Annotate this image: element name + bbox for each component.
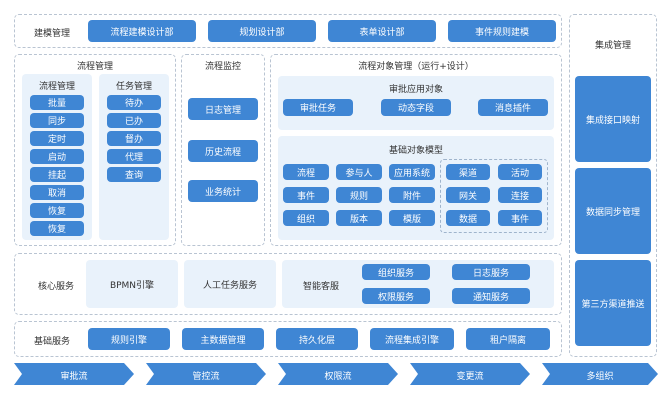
base-item-event[interactable]: 事件	[283, 187, 329, 203]
basic-item-tenant[interactable]: 租户隔离	[466, 328, 550, 350]
flow-arrow-5	[542, 363, 658, 385]
base-item-rule[interactable]: 规则	[336, 187, 382, 203]
approval-item-task[interactable]: 审批任务	[283, 99, 353, 116]
core-bpmn: BPMN引擎	[86, 260, 178, 308]
integration-item-mapping[interactable]: 集成接口映射	[575, 76, 651, 162]
task-item-supervise[interactable]: 督办	[107, 131, 161, 146]
base-item-appsystem[interactable]: 应用系统	[389, 164, 435, 180]
approval-item-field[interactable]: 动态字段	[381, 99, 451, 116]
base-item-template[interactable]: 模版	[389, 210, 435, 226]
approval-item-plugin[interactable]: 消息插件	[478, 99, 548, 116]
core-smart-title: 智能客服	[302, 282, 339, 292]
modeling-button-4[interactable]: 事件规则建模	[448, 20, 556, 42]
integration-item-sync[interactable]: 数据同步管理	[575, 168, 651, 254]
flow-label-approval: 审批流	[60, 372, 88, 382]
base-item-version[interactable]: 版本	[336, 210, 382, 226]
flow-label-multiorg: 多组织	[586, 372, 614, 382]
monitor-item-history[interactable]: 历史流程	[188, 140, 258, 162]
base-right-group	[440, 159, 548, 233]
task-item-todo[interactable]: 待办	[107, 95, 161, 110]
monitor-item-stats[interactable]: 业务统计	[188, 180, 258, 202]
integration-title: 集成管理	[594, 41, 631, 51]
basic-item-persistence[interactable]: 持久化层	[276, 328, 358, 350]
base-item-event-2[interactable]: 事件	[498, 210, 542, 226]
task-item-done[interactable]: 已办	[107, 113, 161, 128]
core-item-notify[interactable]: 通知服务	[452, 288, 530, 304]
basic-item-masterdata[interactable]: 主数据管理	[182, 328, 264, 350]
process-col-title: 流程管理	[38, 82, 75, 92]
base-item-activity[interactable]: 活动	[498, 164, 542, 180]
flow-label-change: 变更流	[456, 372, 484, 382]
modeling-title: 建模管理	[33, 29, 70, 39]
modeling-button-3[interactable]: 表单设计部	[328, 20, 436, 42]
modeling-button-2[interactable]: 规划设计部	[208, 20, 316, 42]
base-item-process[interactable]: 流程	[283, 164, 329, 180]
process-item-restore-2[interactable]: 恢复	[30, 221, 84, 236]
flow-arrow-4	[410, 363, 530, 385]
process-item-cancel[interactable]: 取消	[30, 185, 84, 200]
task-col-title: 任务管理	[115, 82, 152, 92]
base-item-participant[interactable]: 参与人	[336, 164, 382, 180]
process-item-timer[interactable]: 定时	[30, 131, 84, 146]
flow-arrow-3	[278, 363, 398, 385]
basic-item-rule[interactable]: 规则引擎	[88, 328, 170, 350]
flow-label-permission: 权限流	[324, 372, 352, 382]
modeling-button-1[interactable]: 流程建模设计部	[88, 20, 196, 42]
base-item-attachment[interactable]: 附件	[389, 187, 435, 203]
core-title: 核心服务	[37, 282, 74, 292]
base-item-connection[interactable]: 连接	[498, 187, 542, 203]
process-item-suspend[interactable]: 挂起	[30, 167, 84, 182]
approval-title: 审批应用对象	[388, 85, 443, 95]
flow-label-control: 管控流	[192, 372, 220, 382]
basic-item-integration[interactable]: 流程集成引擎	[370, 328, 454, 350]
basic-title: 基础服务	[33, 337, 70, 347]
flow-arrow-2	[146, 363, 266, 385]
flow-arrow-1	[14, 363, 134, 385]
integration-item-push[interactable]: 第三方渠道推送	[575, 260, 651, 346]
base-item-data[interactable]: 数据	[446, 210, 490, 226]
monitor-title: 流程监控	[204, 62, 241, 72]
process-item-restore-1[interactable]: 恢复	[30, 203, 84, 218]
process-item-sync[interactable]: 同步	[30, 113, 84, 128]
monitor-item-log[interactable]: 日志管理	[188, 98, 258, 120]
base-model-title: 基础对象模型	[388, 146, 443, 156]
object-mgmt-title: 流程对象管理（运行+设计）	[358, 62, 474, 72]
base-item-channel[interactable]: 渠道	[446, 164, 490, 180]
core-manual: 人工任务服务	[184, 260, 276, 308]
task-item-proxy[interactable]: 代理	[107, 149, 161, 164]
task-item-query[interactable]: 查询	[107, 167, 161, 182]
core-item-permission[interactable]: 权限服务	[362, 288, 430, 304]
base-item-org[interactable]: 组织	[283, 210, 329, 226]
core-item-org[interactable]: 组织服务	[362, 264, 430, 280]
process-item-batch[interactable]: 批量	[30, 95, 84, 110]
process-item-start[interactable]: 启动	[30, 149, 84, 164]
core-item-log[interactable]: 日志服务	[452, 264, 530, 280]
base-item-gateway[interactable]: 网关	[446, 187, 490, 203]
process-mgmt-title: 流程管理	[76, 62, 113, 72]
